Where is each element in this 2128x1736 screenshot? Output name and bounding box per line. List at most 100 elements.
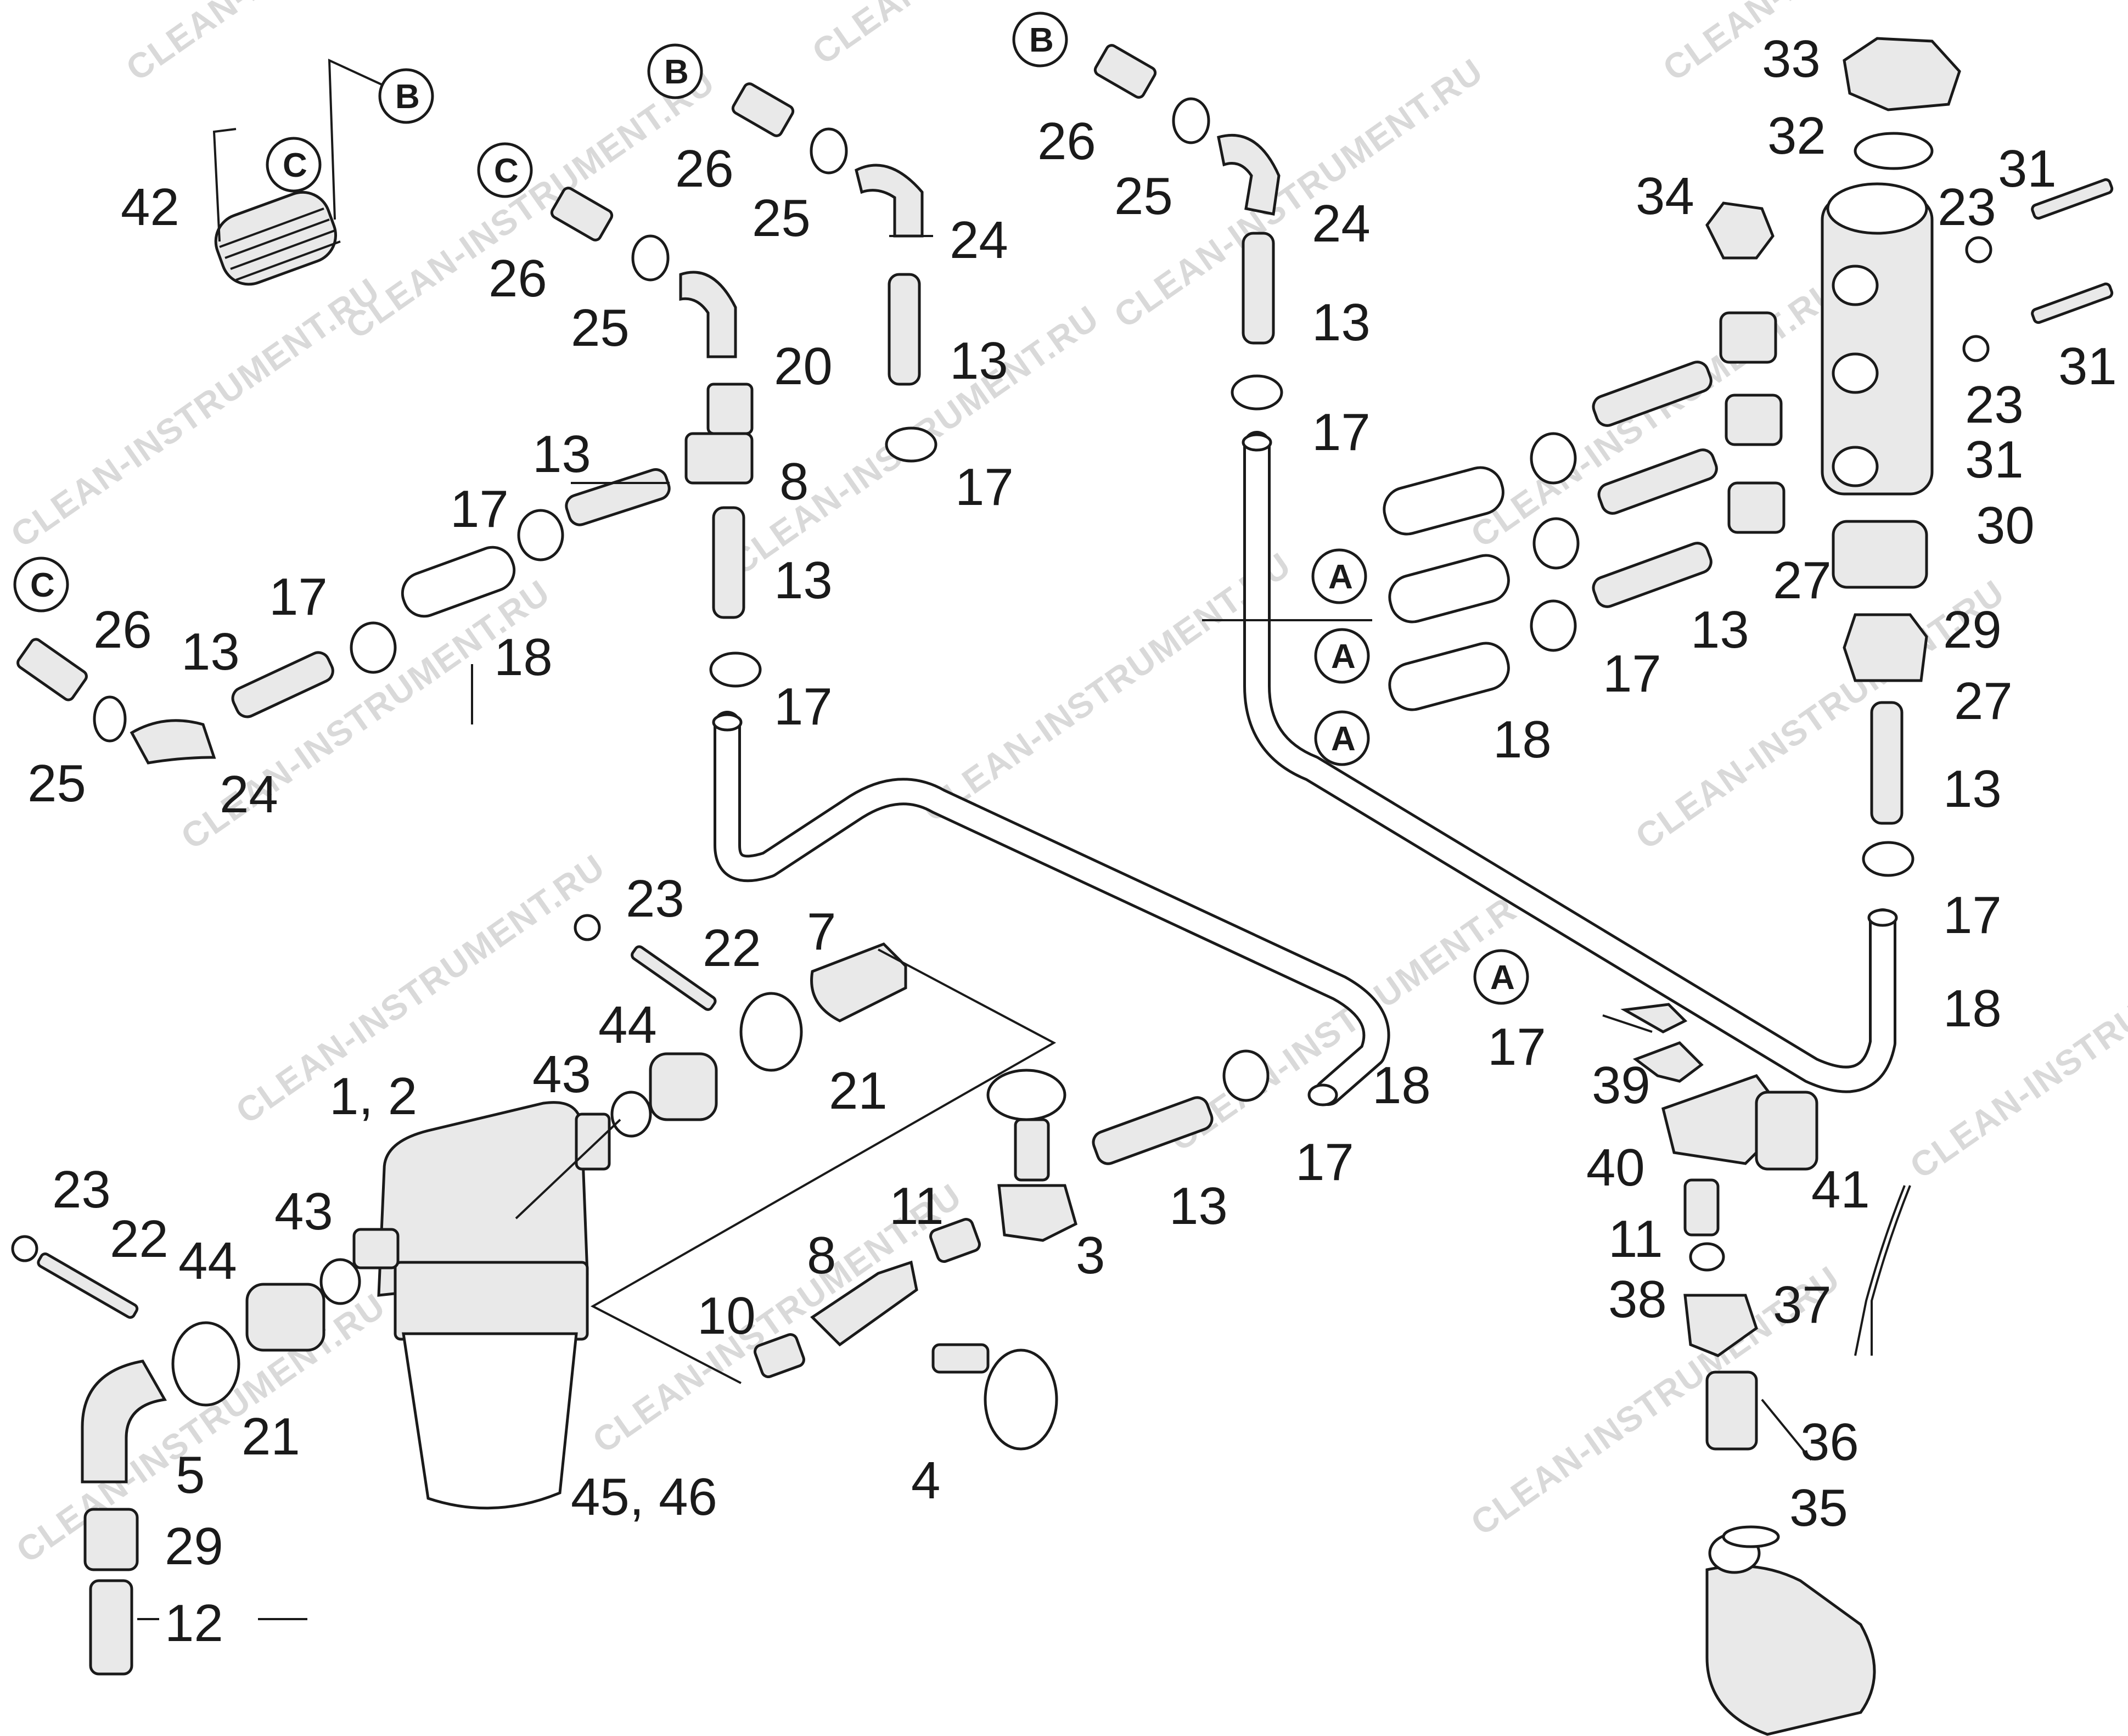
callout-25: 25	[1114, 167, 1173, 226]
callout-29: 29	[1943, 600, 2002, 659]
ref-letter: B	[1029, 21, 1054, 59]
callout-11: 11	[1608, 1210, 1663, 1268]
callout-13: 13	[532, 425, 591, 484]
callout-13: 13	[1943, 760, 2002, 818]
callout-17: 17	[450, 480, 509, 538]
callout-36: 36	[1800, 1413, 1859, 1471]
callout-22: 22	[703, 919, 761, 977]
callout-18: 18	[1372, 1056, 1431, 1115]
callout-37: 37	[1773, 1276, 1832, 1334]
ref-letter: C	[30, 566, 55, 604]
callout-24: 24	[1312, 194, 1371, 253]
callout-8: 8	[807, 1226, 836, 1285]
callout-13: 13	[1169, 1177, 1228, 1235]
watermark-text: CLEAN-INSTRUMENT.RU	[1903, 901, 2128, 1186]
callout-32: 32	[1767, 106, 1826, 165]
ref-markers: A A A A B B B C C C	[13, 12, 1529, 1005]
ref-letter: A	[1328, 558, 1353, 596]
callout-40: 40	[1586, 1138, 1645, 1197]
callout-31: 31	[1998, 139, 2057, 198]
ref-letter: C	[494, 152, 519, 190]
ref-marker-a: A A A A	[1311, 548, 1529, 1005]
callout-18: 18	[1943, 979, 2002, 1038]
callout-33: 33	[1762, 30, 1821, 88]
callout-23: 23	[52, 1160, 111, 1219]
callout-8: 8	[779, 452, 808, 511]
callout-27: 27	[1773, 551, 1832, 610]
callout-43: 43	[274, 1182, 333, 1241]
callout-labels: 42 26 25 20 13 8 17 17 13 26 13 18 17 25…	[27, 30, 2117, 1653]
ref-letter: A	[1490, 959, 1515, 997]
watermark-text: CLEAN-INSTRUMENT.RU	[1464, 270, 1848, 555]
callout-18: 18	[1493, 710, 1552, 769]
callout-17: 17	[1295, 1133, 1354, 1192]
callout-21: 21	[829, 1061, 888, 1120]
callout-26: 26	[489, 249, 547, 308]
callout-18: 18	[494, 628, 553, 687]
callout-27: 27	[1954, 672, 2013, 731]
callout-17: 17	[1487, 1018, 1546, 1076]
callout-43: 43	[532, 1045, 591, 1104]
callout-10: 10	[697, 1286, 756, 1345]
watermark-text: CLEAN-INSTRUMENT.RU	[4, 270, 388, 555]
callout-21: 21	[242, 1407, 300, 1466]
callout-25: 25	[571, 299, 630, 357]
callout-44: 44	[598, 996, 657, 1054]
ref-marker-b: B B B	[378, 12, 1068, 124]
callout-13: 13	[1691, 600, 1749, 659]
hoses	[712, 431, 1898, 1106]
callout-26: 26	[1037, 112, 1096, 171]
watermark-text: CLEAN-INSTRUMENT.RU	[915, 544, 1299, 829]
callout-11: 11	[889, 1177, 944, 1235]
callout-1-2: 1, 2	[329, 1067, 417, 1126]
callout-31: 31	[1965, 430, 2024, 489]
watermark-text: CLEAN-INSTRUMENT.RU	[119, 0, 503, 88]
callout-13: 13	[774, 551, 833, 610]
callout-4: 4	[911, 1451, 940, 1510]
callout-45-46: 45, 46	[571, 1468, 717, 1526]
callout-38: 38	[1608, 1270, 1667, 1329]
callout-35: 35	[1789, 1479, 1848, 1537]
callout-23: 23	[1965, 375, 2024, 434]
callout-44: 44	[178, 1232, 237, 1290]
callout-7: 7	[807, 902, 836, 961]
callout-41: 41	[1811, 1160, 1870, 1219]
leader-lines	[137, 235, 1812, 1620]
callout-29: 29	[165, 1517, 223, 1576]
ref-letter: C	[283, 147, 307, 184]
callout-20: 20	[774, 337, 833, 396]
callout-42: 42	[121, 178, 179, 237]
ref-letter: B	[395, 78, 420, 116]
callout-17: 17	[1603, 644, 1661, 703]
callout-31: 31	[2058, 337, 2117, 396]
spring-part	[212, 58, 401, 286]
callout-25: 25	[27, 754, 86, 813]
callout-12: 12	[165, 1594, 223, 1653]
callout-23: 23	[626, 869, 684, 928]
ref-letter: B	[664, 53, 689, 91]
ref-letter: A	[1331, 638, 1356, 676]
callout-13: 13	[950, 332, 1008, 390]
ref-marker-c: C C C	[13, 137, 533, 613]
callout-17: 17	[774, 677, 833, 736]
watermark-text: CLEAN-INSTRUMENT.RU	[1162, 874, 1546, 1159]
callout-24: 24	[950, 211, 1008, 269]
fittings	[11, 37, 2114, 1736]
callout-5: 5	[176, 1446, 205, 1504]
ref-letter: A	[1331, 720, 1356, 758]
callout-17: 17	[955, 458, 1014, 516]
callout-17: 17	[1943, 886, 2002, 945]
callout-13: 13	[181, 622, 240, 681]
callout-23: 23	[1938, 178, 1996, 237]
callout-25: 25	[752, 189, 811, 248]
callout-13: 13	[1312, 293, 1371, 352]
callout-22: 22	[110, 1210, 169, 1268]
callout-30: 30	[1976, 496, 2035, 555]
callout-34: 34	[1636, 167, 1694, 226]
callout-17: 17	[1312, 403, 1371, 462]
callout-26: 26	[93, 600, 152, 659]
callout-26: 26	[675, 139, 734, 198]
callout-39: 39	[1592, 1056, 1650, 1115]
